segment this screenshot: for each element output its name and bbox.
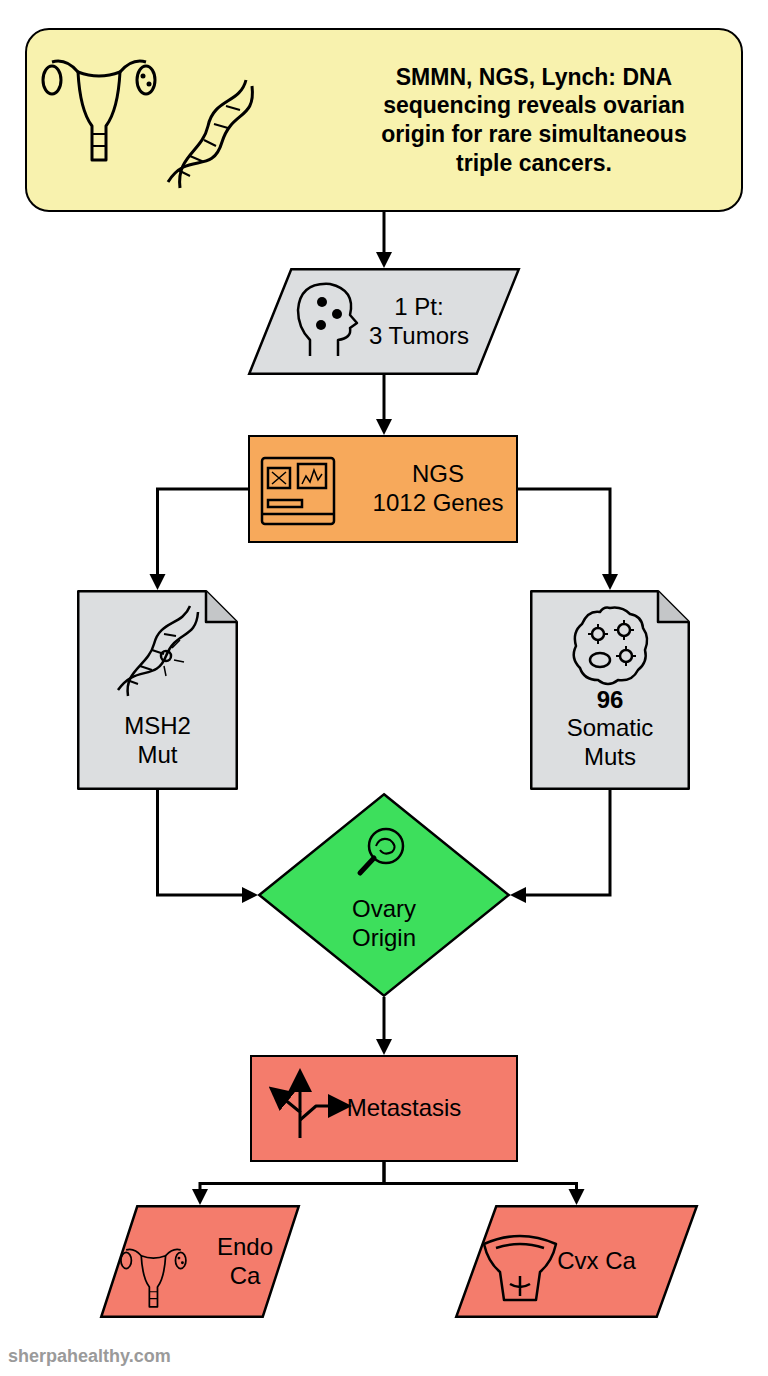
document-shape	[531, 591, 689, 789]
sequencer-icon	[262, 458, 334, 524]
connector-arrow	[518, 489, 618, 590]
watermark: sherpahealthy.com	[8, 1346, 171, 1367]
node-text: Endo Ca	[210, 1233, 280, 1291]
dna-mutation-icon	[118, 606, 198, 696]
text-group: SMMN, NGS, Lynch: DNA sequencing reveals…	[27, 30, 741, 210]
connector-line	[518, 489, 610, 580]
output-parallelogram: Endo Ca	[100, 1205, 300, 1318]
connector-line	[383, 997, 386, 1045]
document-box: 96Somatic Muts	[530, 590, 690, 790]
title-box: SMMN, NGS, Lynch: DNA sequencing reveals…	[25, 28, 743, 212]
process-box: NGS1012 Genes	[248, 435, 518, 543]
connector-arrow	[150, 489, 249, 590]
decision-diamond: Ovary Origin	[258, 793, 510, 997]
node-text: 96	[597, 686, 624, 715]
arrow-head	[150, 574, 166, 590]
arrow-head	[192, 1189, 208, 1205]
connector-arrow	[384, 1162, 585, 1205]
process-box: Metastasis	[250, 1055, 518, 1162]
node-text: SMMN, NGS, Lynch: DNA sequencing reveals…	[367, 63, 701, 178]
connector-arrow	[158, 790, 259, 903]
cervix-icon	[484, 1236, 556, 1300]
connector-line	[383, 212, 386, 258]
dna-helix-icon	[168, 80, 252, 188]
node-subtext: 1012 Genes	[373, 489, 504, 518]
connector-line	[158, 489, 249, 580]
folded-corner	[658, 591, 689, 622]
arrow-head	[376, 252, 392, 268]
head-icon	[298, 284, 357, 356]
text-group: Endo Ca	[100, 1205, 300, 1318]
arrow-head	[569, 1189, 585, 1205]
node-subtext: Somatic Muts	[554, 714, 666, 772]
arrow-head	[376, 419, 392, 435]
text-group: NGS1012 Genes	[250, 437, 516, 541]
connector-arrow	[510, 790, 610, 903]
connector-line	[383, 375, 386, 425]
node-text: Ovary Origin	[338, 895, 430, 953]
text-group: 96Somatic Muts	[530, 590, 690, 790]
branch-arrows-icon	[278, 1080, 340, 1138]
folded-corner	[206, 591, 237, 622]
text-group: Ovary Origin	[258, 793, 510, 997]
arrow-head	[510, 887, 526, 903]
connector-line	[200, 1162, 384, 1195]
arrow-head	[602, 574, 618, 590]
node-subtext: 3 Tumors	[369, 322, 469, 351]
connector-arrow	[376, 375, 392, 435]
parallelogram-shape	[456, 1206, 697, 1317]
node-text: Cvx Ca	[557, 1247, 636, 1276]
input-parallelogram: 1 Pt:3 Tumors	[248, 268, 520, 375]
connector-arrow	[192, 1162, 384, 1205]
uterus-icon	[43, 61, 155, 160]
node-text: MSH2 Mut	[111, 712, 204, 770]
text-group: 1 Pt:3 Tumors	[248, 268, 520, 375]
parallelogram-shape	[249, 269, 519, 374]
output-parallelogram: Cvx Ca	[455, 1205, 698, 1318]
parallelogram-shape	[101, 1206, 299, 1317]
text-group: Metastasis	[252, 1057, 516, 1160]
node-text: Metastasis	[347, 1094, 462, 1123]
text-group: Cvx Ca	[455, 1205, 698, 1318]
text-group: MSH2 Mut	[77, 590, 238, 790]
cell-icon	[574, 608, 647, 685]
connector-arrow	[376, 212, 392, 268]
document-shape	[78, 591, 237, 789]
arrow-head	[376, 1039, 392, 1055]
connector-line	[384, 1162, 577, 1195]
document-box: MSH2 Mut	[77, 590, 238, 790]
node-text: 1 Pt:	[394, 293, 443, 322]
arrow-head	[242, 887, 258, 903]
diamond-shape	[259, 794, 509, 996]
magnifier-icon	[360, 829, 403, 873]
connector-arrow	[376, 997, 392, 1055]
connector-line	[520, 790, 610, 895]
uterus-icon	[121, 1249, 186, 1306]
connector-line	[158, 790, 249, 895]
para-outline	[100, 1205, 300, 1318]
node-text: NGS	[412, 460, 464, 489]
